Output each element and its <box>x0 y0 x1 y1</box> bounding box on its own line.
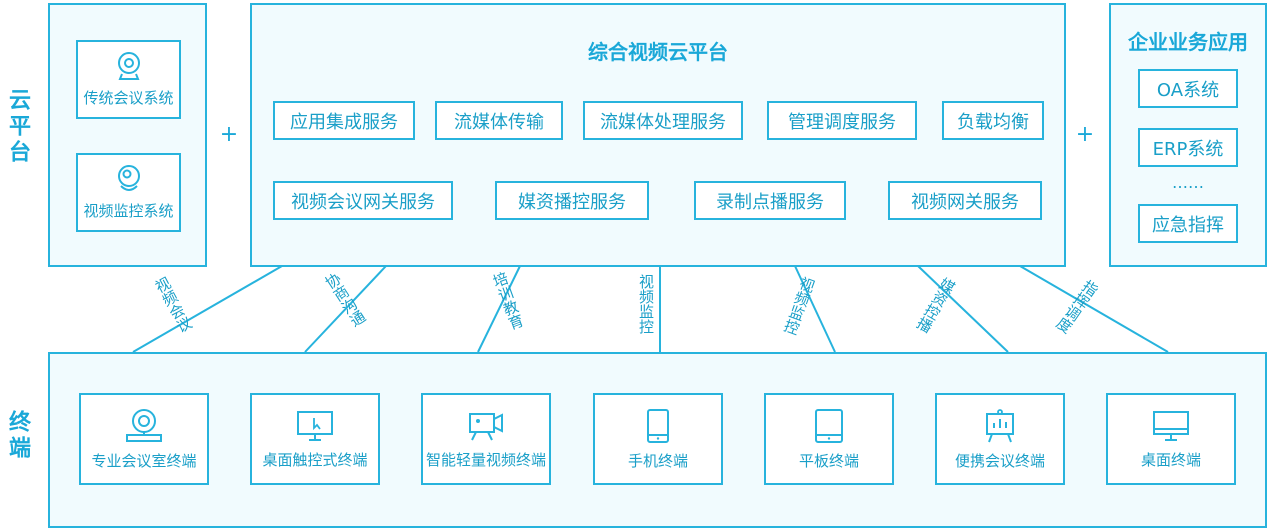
terminal-label: 智能轻量视频终端 <box>425 450 546 469</box>
terminal-mobile[interactable]: 手机终端 <box>593 393 723 485</box>
app-emergency-command[interactable]: 应急指挥 <box>1138 204 1238 243</box>
video-camera-icon <box>469 412 503 440</box>
touch-monitor-icon <box>297 410 333 441</box>
connector-line <box>917 265 1009 353</box>
app-erp-system[interactable]: ERP系统 <box>1138 128 1238 167</box>
presentation-board-icon <box>986 408 1014 442</box>
legacy-item-label: 传统会议系统 <box>83 89 174 107</box>
service-app-integration[interactable]: 应用集成服务 <box>273 101 415 140</box>
desktop-monitor-icon <box>1153 410 1189 441</box>
service-conference-gateway[interactable]: 视频会议网关服务 <box>273 181 453 220</box>
terminal-smart-lightweight[interactable]: 智能轻量视频终端 <box>421 393 551 485</box>
terminal-desktop-touch[interactable]: 桌面触控式终端 <box>250 393 380 485</box>
webcam-icon <box>117 52 140 80</box>
service-recording-vod[interactable]: 录制点播服务 <box>694 181 846 220</box>
service-load-balancing[interactable]: 负载均衡 <box>942 101 1044 140</box>
enterprise-title: 企业业务应用 <box>1128 30 1248 54</box>
connector-line <box>304 265 387 353</box>
terminal-label: 桌面终端 <box>1140 450 1201 469</box>
service-streaming-transport[interactable]: 流媒体传输 <box>435 101 563 140</box>
plus-sign: + <box>219 122 239 147</box>
connector-line <box>477 265 521 353</box>
app-oa-system[interactable]: OA系统 <box>1138 69 1238 108</box>
cloud-platform-label: 云平台 <box>5 88 30 166</box>
legacy-item-label: 视频监控系统 <box>83 202 174 220</box>
plus-sign: + <box>1075 122 1095 147</box>
terminal-label: 桌面触控式终端 <box>262 450 368 469</box>
tablet-icon <box>815 408 843 443</box>
platform-title: 综合视频云平台 <box>588 40 728 64</box>
terminal-label: 便携会议终端 <box>954 451 1045 470</box>
terminal-tablet[interactable]: 平板终端 <box>764 393 894 485</box>
terminal-desktop[interactable]: 桌面终端 <box>1106 393 1236 485</box>
terminal-conference-room[interactable]: 专业会议室终端 <box>79 393 209 485</box>
terminal-portable-conference[interactable]: 便携会议终端 <box>935 393 1065 485</box>
terminal-label: 手机终端 <box>627 451 688 470</box>
connector-line <box>132 265 283 353</box>
link-label: 视频监控 <box>637 274 655 334</box>
service-media-control[interactable]: 媒资播控服务 <box>495 181 649 220</box>
conference-camera-icon <box>126 408 162 442</box>
service-video-gateway[interactable]: 视频网关服务 <box>888 181 1042 220</box>
more-ellipsis: …… <box>1172 173 1204 192</box>
service-streaming-processing[interactable]: 流媒体处理服务 <box>583 101 743 140</box>
connector-line <box>1019 265 1169 353</box>
connector-line <box>794 265 836 353</box>
terminal-label: 平板终端 <box>798 451 859 470</box>
terminal-label: 终端 <box>5 410 30 462</box>
mobile-phone-icon <box>647 408 669 443</box>
terminal-label: 专业会议室终端 <box>91 451 197 470</box>
camera-icon <box>117 165 140 191</box>
video-surveillance-system[interactable]: 视频监控系统 <box>76 153 181 232</box>
traditional-conference-system[interactable]: 传统会议系统 <box>76 40 181 119</box>
service-management-dispatch[interactable]: 管理调度服务 <box>767 101 917 140</box>
